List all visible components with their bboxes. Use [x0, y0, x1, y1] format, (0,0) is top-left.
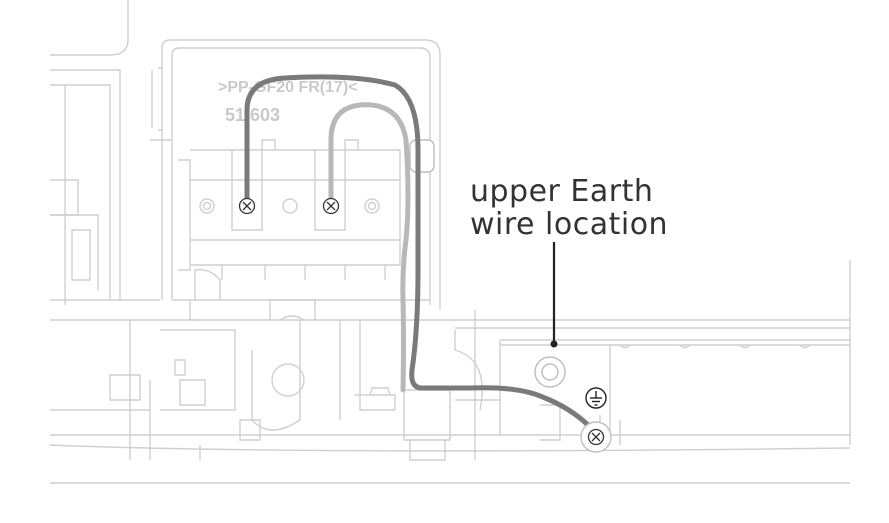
part-marking-line2: 51 603: [225, 105, 280, 125]
clamp-assembly: [251, 299, 621, 461]
part-marking-line1: >PP-GF20 FR(17)<: [218, 79, 358, 96]
upper-earth-stud: [534, 356, 566, 388]
enclosure-outline: [49, 0, 851, 460]
callout-label-line1: upper Earth: [470, 174, 654, 209]
callout-leader: [550, 242, 558, 348]
callout-label-line2: wire location: [470, 207, 669, 242]
terminal-block: >PP-GF20 FR(17)< 51 603: [150, 39, 441, 321]
wires: [244, 74, 599, 439]
screw-terminal-right: [322, 197, 340, 215]
dark-earth-wire: [244, 74, 599, 439]
rail: [454, 310, 850, 460]
wire-clip: [409, 139, 435, 173]
light-wire: [328, 102, 411, 393]
screw-terminal-icon: [580, 421, 612, 453]
earth-symbol-icon: [585, 387, 607, 409]
screw-terminal-left: [238, 197, 256, 215]
